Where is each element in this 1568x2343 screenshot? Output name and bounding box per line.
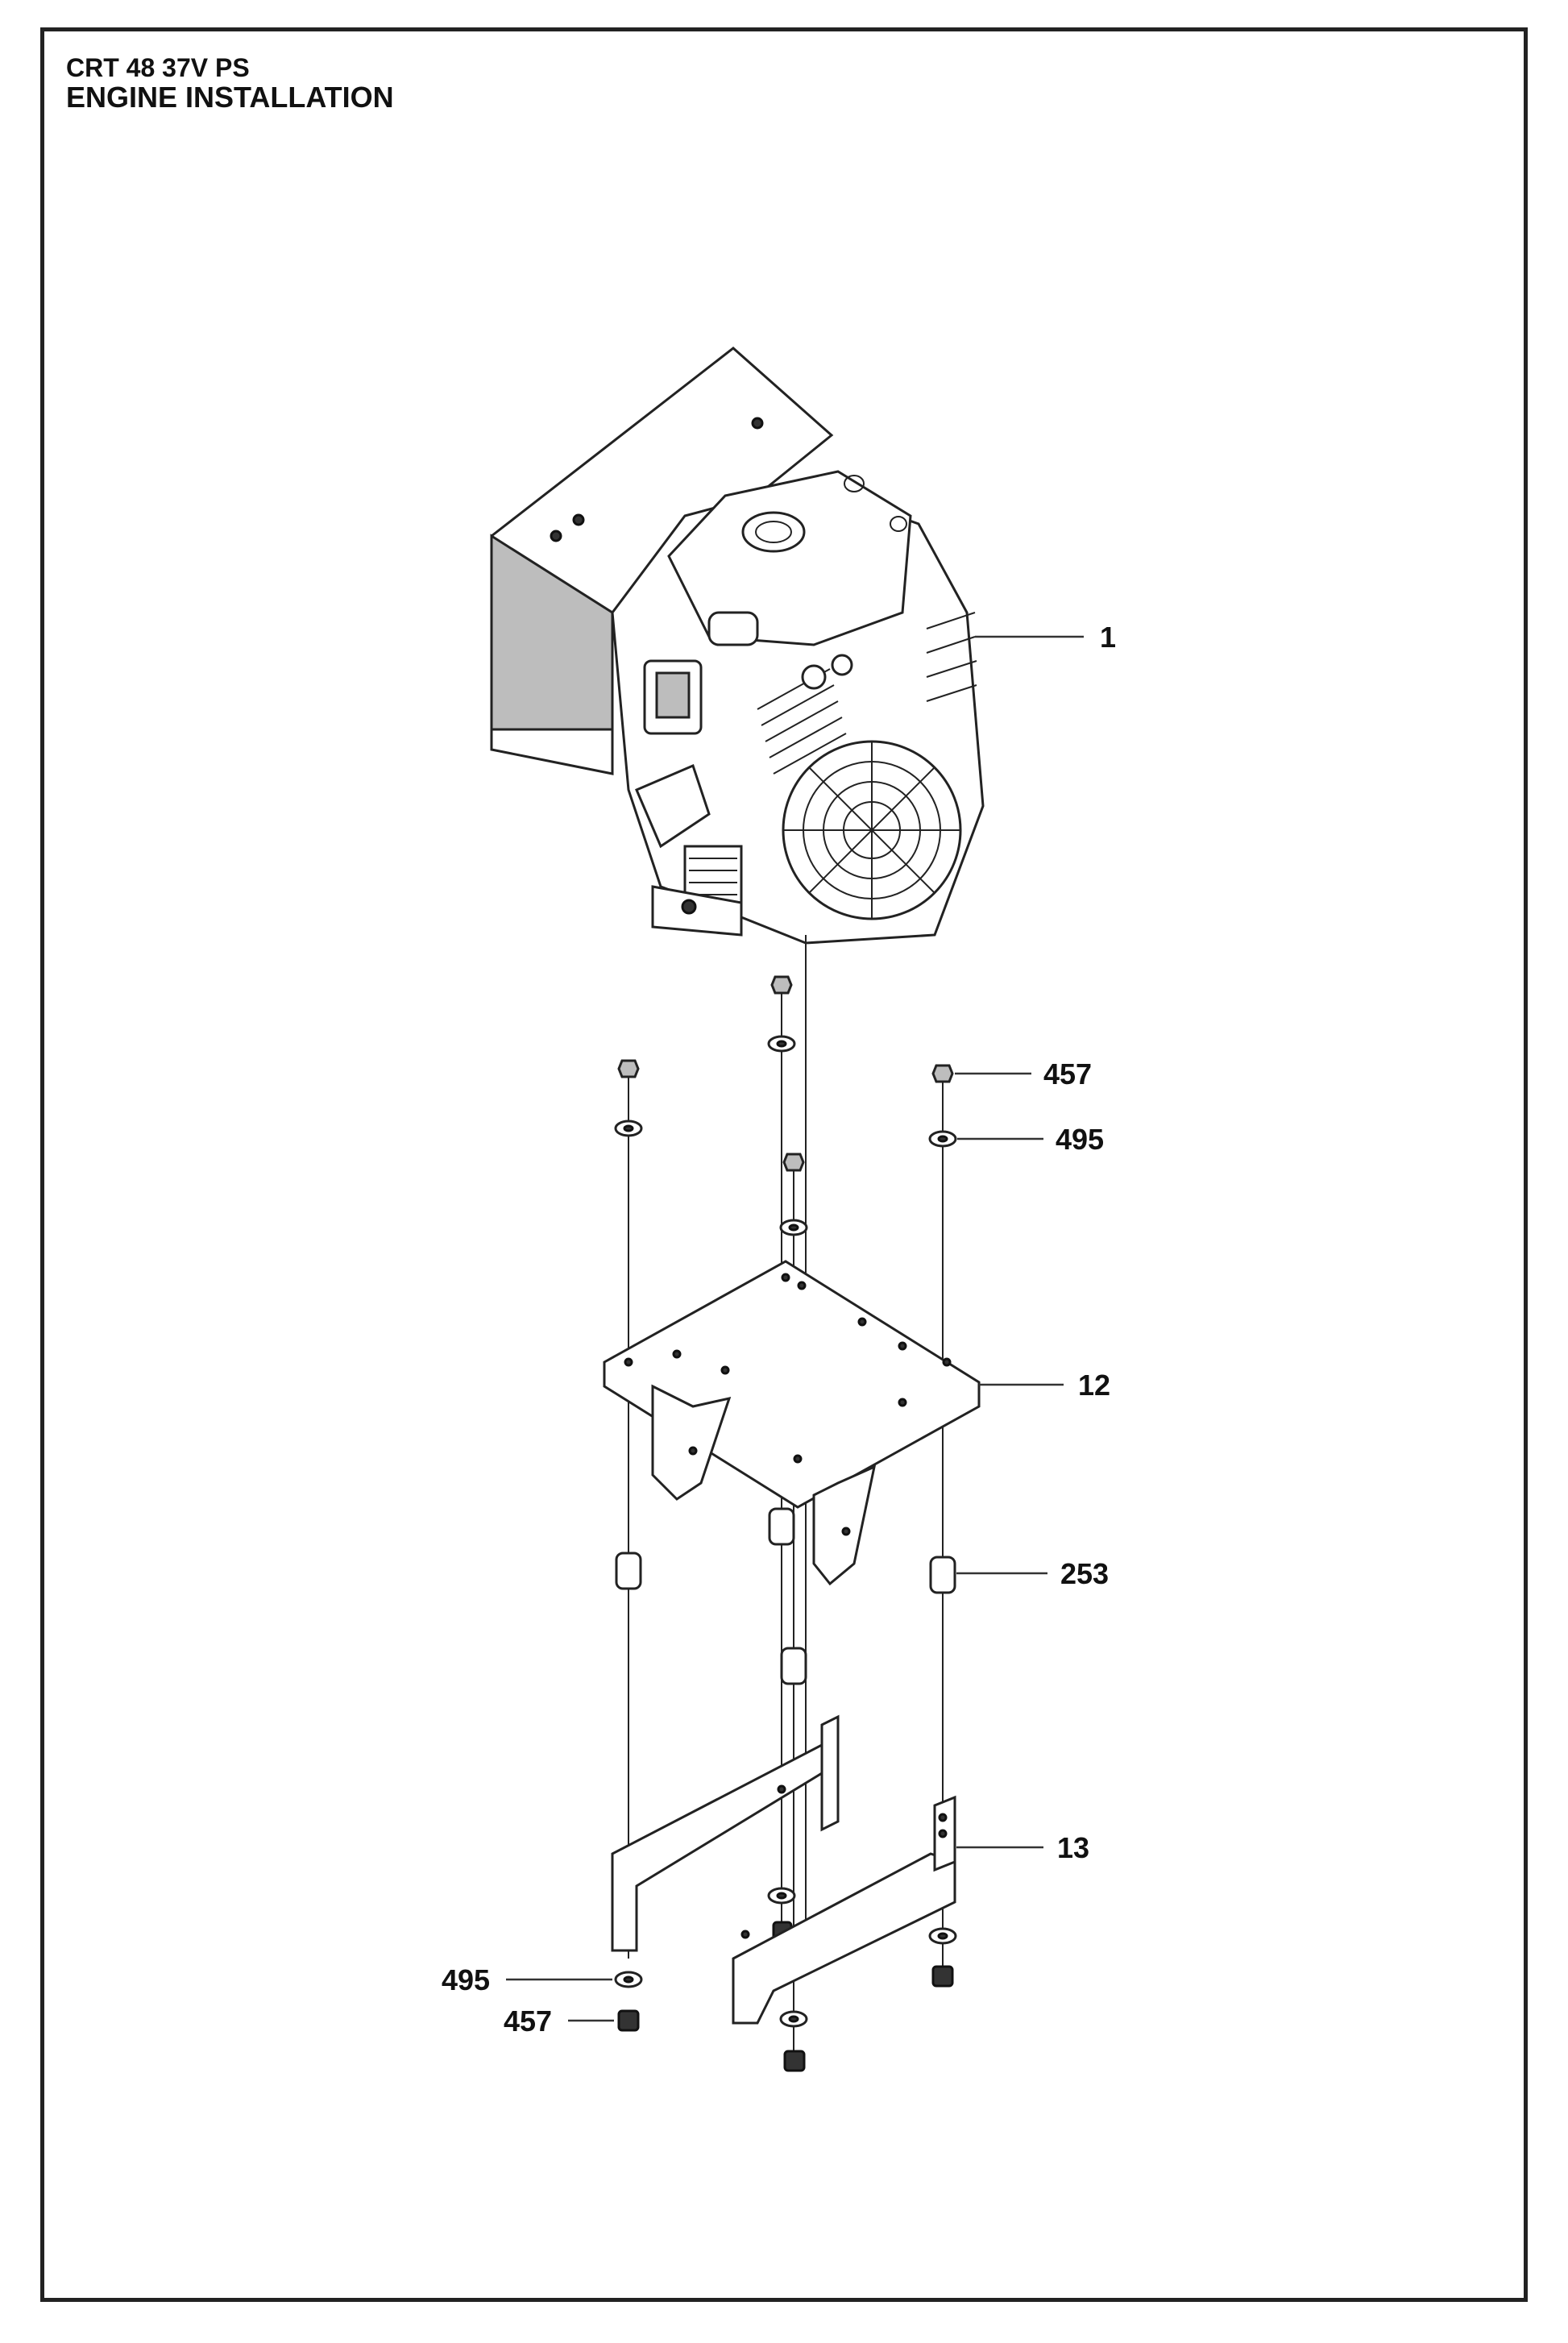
callout-457-bottom: 457 (504, 2004, 614, 2038)
isolators (615, 1507, 956, 1685)
callout-457-top: 457 (955, 1057, 1092, 1090)
callout-label-495-bottom: 495 (442, 1963, 490, 1996)
callout-253: 253 (956, 1557, 1109, 1590)
callout-label-1: 1 (1100, 621, 1116, 654)
callout-label-12: 12 (1078, 1369, 1110, 1402)
model-name: CRT 48 37V PS (66, 53, 250, 82)
callout-495-top: 495 (957, 1123, 1104, 1156)
callout-label-495-top: 495 (1056, 1123, 1104, 1156)
engine-plate (603, 1260, 981, 1586)
callout-label-13: 13 (1057, 1831, 1089, 1864)
callout-label-253: 253 (1060, 1557, 1109, 1590)
nuts (617, 975, 954, 2072)
callout-label-457-bottom: 457 (504, 2004, 552, 2038)
callout-495-bottom: 495 (442, 1963, 612, 1996)
callout-label-457-top: 457 (1043, 1057, 1092, 1090)
washers (614, 1035, 957, 2028)
callout-13: 13 (956, 1831, 1089, 1864)
callout-1: 1 (975, 621, 1116, 654)
brackets (611, 1714, 956, 2025)
engine (490, 347, 985, 945)
callout-12: 12 (979, 1369, 1110, 1402)
diagram-title: ENGINE INSTALLATION (66, 81, 394, 114)
